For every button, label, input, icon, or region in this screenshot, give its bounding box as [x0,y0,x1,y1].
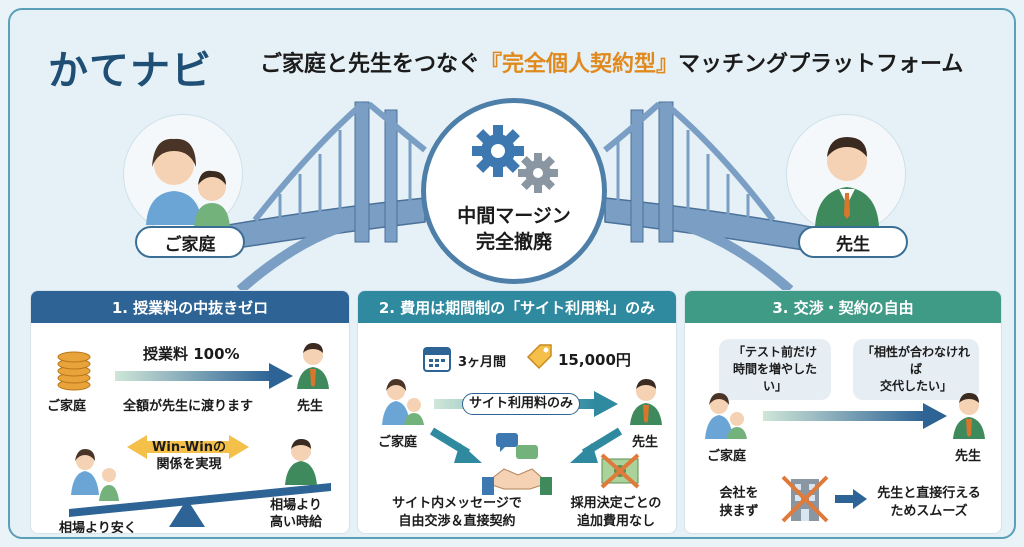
fee-only-pill: サイト利用料のみ [462,393,580,415]
no-fee-icon [600,453,640,489]
hero-section: ご家庭 [10,90,1014,290]
higher-line2: 高い時給 [269,515,322,530]
no-company-icon [781,475,829,523]
higher-line1: 相場より [270,498,322,513]
panel2-title: 2. 費用は期間制の「サイト利用料」のみ [358,291,676,323]
panel-freedom: 3. 交渉・契約の自由 「テスト前だけ 時間を増やしたい」 「相性が合わなければ… [684,290,1002,534]
p1-fee-label: 授業料 100% [143,345,240,363]
message-line1: サイト内メッセージで [392,496,522,511]
seesaw-illustration [69,435,331,527]
p2-teacher-icon [630,379,662,425]
p1-family-label: ご家庭 [47,399,87,414]
winwin-line2: 関係を実現 [156,457,222,472]
bubble2-line1: 「相性が合わなければ [861,345,970,376]
teacher-label: 先生 [798,226,908,258]
panel3-title: 3. 交渉・契約の自由 [685,291,1001,323]
calendar-icon [423,347,451,372]
family-label: ご家庭 [135,226,245,258]
p2-teacher-label: 先生 [632,435,659,450]
direct-line1: 先生と直接行える [877,486,981,501]
direct-arrow [763,403,947,429]
nofee-line1: 採用決定ごとの [570,496,662,511]
company-line1: 会社を [719,486,759,501]
center-line2: 完全撤廃 [475,231,552,253]
winwin-text: Win-Winの 関係を実現 [149,439,229,473]
message-text: サイト内メッセージで 自由交渉＆直接契約 [372,495,542,531]
p3-teacher-label: 先生 [955,449,982,464]
p1-transfer-text: 全額が先生に渡ります [123,399,254,414]
nofee-line2: 追加費用なし [576,514,655,529]
transfer-arrow [115,363,293,389]
bubble-test-prep: 「テスト前だけ 時間を増やしたい」 [719,339,831,400]
p1-teacher-label: 先生 [297,399,324,414]
family-avatar [123,114,243,234]
direct-line2: ためスムーズ [890,504,968,519]
headline-before: ご家庭と先生をつなぐ [260,52,481,77]
center-badge: 中間マージン 完全撤廃 [421,98,607,284]
bubble-swap-teacher: 「相性が合わなければ 交代したい」 [853,339,979,400]
p1-teacher-icon [297,343,329,389]
teacher-icon [815,137,879,227]
panel-no-margin: 1. 授業料の中抜きゼロ ご家庭 授業料 100% 全額が先生に渡ります 先生 [30,290,350,534]
panel-site-fee: 2. 費用は期間制の「サイト利用料」のみ 3ヶ月間 15,000円 ご家庭 サイ… [357,290,677,534]
p2-family-label: ご家庭 [378,435,418,450]
smooth-arrow [835,489,867,509]
diag-arrow-left [429,427,482,463]
bubble2-line2: 交代したい」 [879,379,952,393]
teacher-avatar [786,114,906,234]
nofee-text: 採用決定ごとの 追加費用なし [558,495,674,531]
bubble1-line2: 時間を増やしたい」 [732,362,817,393]
company-text: 会社を 挟まず [709,485,769,521]
company-line2: 挟まず [719,504,759,519]
center-text: 中間マージン 完全撤廃 [426,203,602,255]
price-tag-icon [526,344,552,370]
bridge-illustration [199,101,829,290]
period-label: 3ヶ月間 [458,355,507,370]
winwin-line1: Win-Winの [152,440,226,455]
p3-family-label: ご家庭 [707,449,747,464]
p2-family-icon [382,379,424,425]
coins-icon [57,351,91,391]
infographic-frame: かてナビ ご家庭と先生をつなぐ『完全個人契約型』マッチングプラットフォーム [8,8,1016,539]
center-line1: 中間マージン [457,205,571,227]
diag-arrow-right [570,427,623,463]
gears-icon [472,125,558,193]
panel1-title: 1. 授業料の中抜きゼロ [31,291,349,323]
cheaper-label: 相場より安く [59,521,137,534]
headline-highlight: 『完全個人契約型』 [480,52,679,77]
brand-logo: かてナビ [48,48,212,94]
price-label: 15,000円 [558,351,631,369]
p3-teacher-icon [953,393,985,439]
headline-after: マッチングプラットフォーム [678,52,964,77]
family-icon [146,138,230,227]
page-headline: ご家庭と先生をつなぐ『完全個人契約型』マッチングプラットフォーム [260,46,963,78]
bubble1-line1: 「テスト前だけ [732,345,817,359]
p3-family-icon [705,393,747,439]
message-line2: 自由交渉＆直接契約 [398,514,516,529]
chat-handshake-icon [482,433,552,495]
direct-text: 先生と直接行える ためスムーズ [869,485,989,521]
higher-label: 相場より 高い時給 [259,497,333,531]
